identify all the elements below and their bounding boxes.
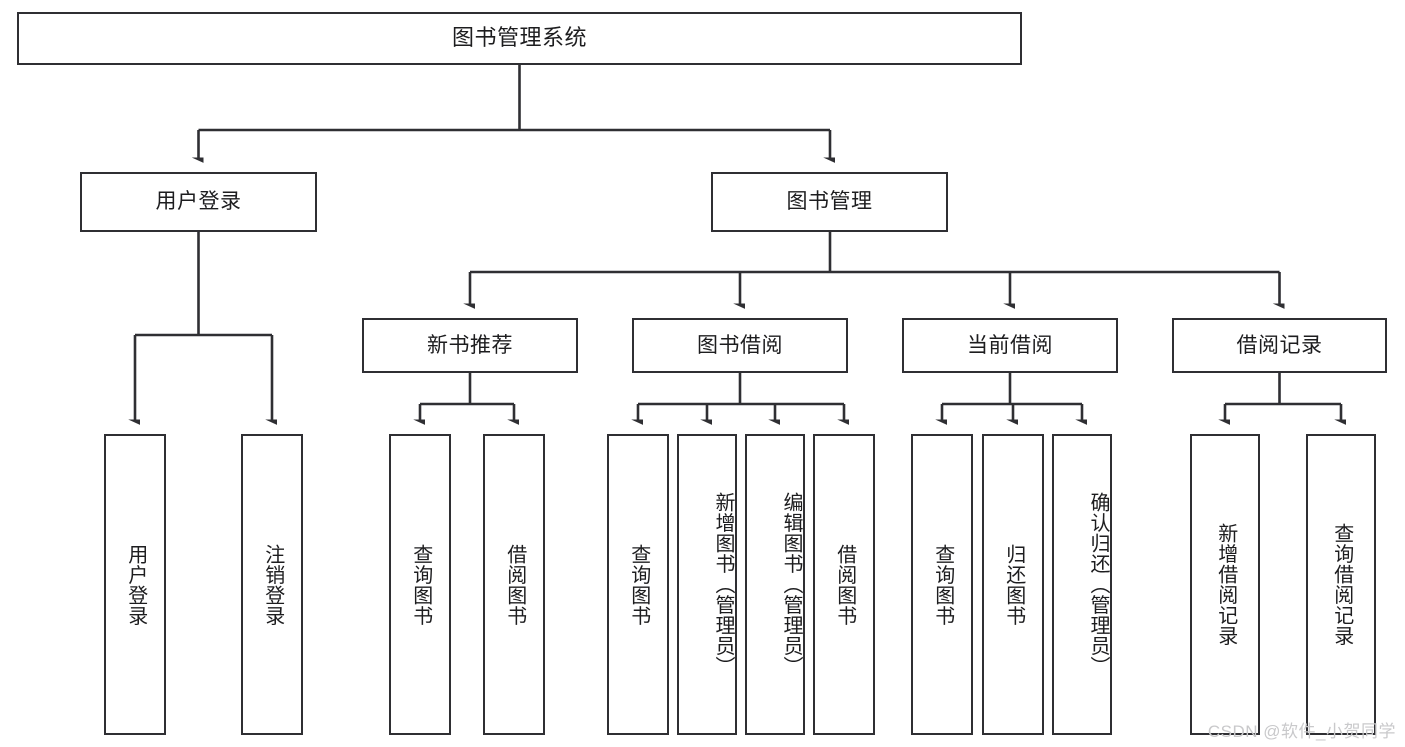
node-leaf-query-book-1[interactable]: 查询图书 (389, 434, 451, 735)
node-user-login-label: 用户登录 (155, 190, 242, 214)
node-leaf-borrow-book-1-label: 借阅图书 (503, 543, 526, 626)
node-root[interactable]: 图书管理系统 (17, 12, 1022, 65)
node-book-manage[interactable]: 图书管理 (711, 172, 948, 232)
node-leaf-borrow-book-1[interactable]: 借阅图书 (483, 434, 545, 735)
node-book-borrow-label: 图书借阅 (697, 333, 783, 357)
node-leaf-query-book-2[interactable]: 查询图书 (607, 434, 669, 735)
node-leaf-add-record[interactable]: 新增借阅记录 (1190, 434, 1260, 735)
node-leaf-query-book-1-label: 查询图书 (409, 543, 432, 626)
node-leaf-add-book-label: 新增图书（管理员） (712, 492, 734, 677)
csdn-watermark: CSDN @软件_小贺同学 (1207, 722, 1396, 741)
node-user-login[interactable]: 用户登录 (80, 172, 317, 232)
node-leaf-edit-book-label: 编辑图书（管理员） (780, 492, 802, 677)
node-leaf-borrow-book-2-label: 借阅图书 (833, 543, 856, 626)
node-root-label: 图书管理系统 (451, 25, 587, 51)
node-leaf-confirm-return-label: 确认归还（管理员） (1087, 492, 1109, 677)
node-new-book-recommend-label: 新书推荐 (427, 333, 513, 357)
node-leaf-return-book[interactable]: 归还图书 (982, 434, 1044, 735)
node-borrow-record[interactable]: 借阅记录 (1172, 318, 1387, 373)
node-leaf-user-login-label: 用户登录 (124, 543, 147, 626)
node-leaf-query-book-3[interactable]: 查询图书 (911, 434, 973, 735)
node-leaf-query-record-label: 查询借阅记录 (1330, 523, 1353, 646)
node-leaf-logout-login-label: 注销登录 (261, 543, 284, 626)
node-leaf-user-login[interactable]: 用户登录 (104, 434, 166, 735)
node-current-borrow[interactable]: 当前借阅 (902, 318, 1118, 373)
node-book-manage-label: 图书管理 (786, 190, 873, 214)
node-leaf-confirm-return[interactable]: 确认归还（管理员） (1052, 434, 1112, 735)
node-current-borrow-label: 当前借阅 (967, 333, 1053, 357)
node-leaf-logout-login[interactable]: 注销登录 (241, 434, 303, 735)
node-leaf-return-book-label: 归还图书 (1002, 543, 1025, 626)
node-leaf-add-record-label: 新增借阅记录 (1214, 523, 1237, 646)
node-leaf-query-book-2-label: 查询图书 (627, 543, 650, 626)
node-leaf-query-book-3-label: 查询图书 (931, 543, 954, 626)
node-leaf-add-book[interactable]: 新增图书（管理员） (677, 434, 737, 735)
node-book-borrow[interactable]: 图书借阅 (632, 318, 848, 373)
node-leaf-query-record[interactable]: 查询借阅记录 (1306, 434, 1376, 735)
node-leaf-borrow-book-2[interactable]: 借阅图书 (813, 434, 875, 735)
node-leaf-edit-book[interactable]: 编辑图书（管理员） (745, 434, 805, 735)
node-borrow-record-label: 借阅记录 (1236, 333, 1323, 357)
node-new-book-recommend[interactable]: 新书推荐 (362, 318, 578, 373)
